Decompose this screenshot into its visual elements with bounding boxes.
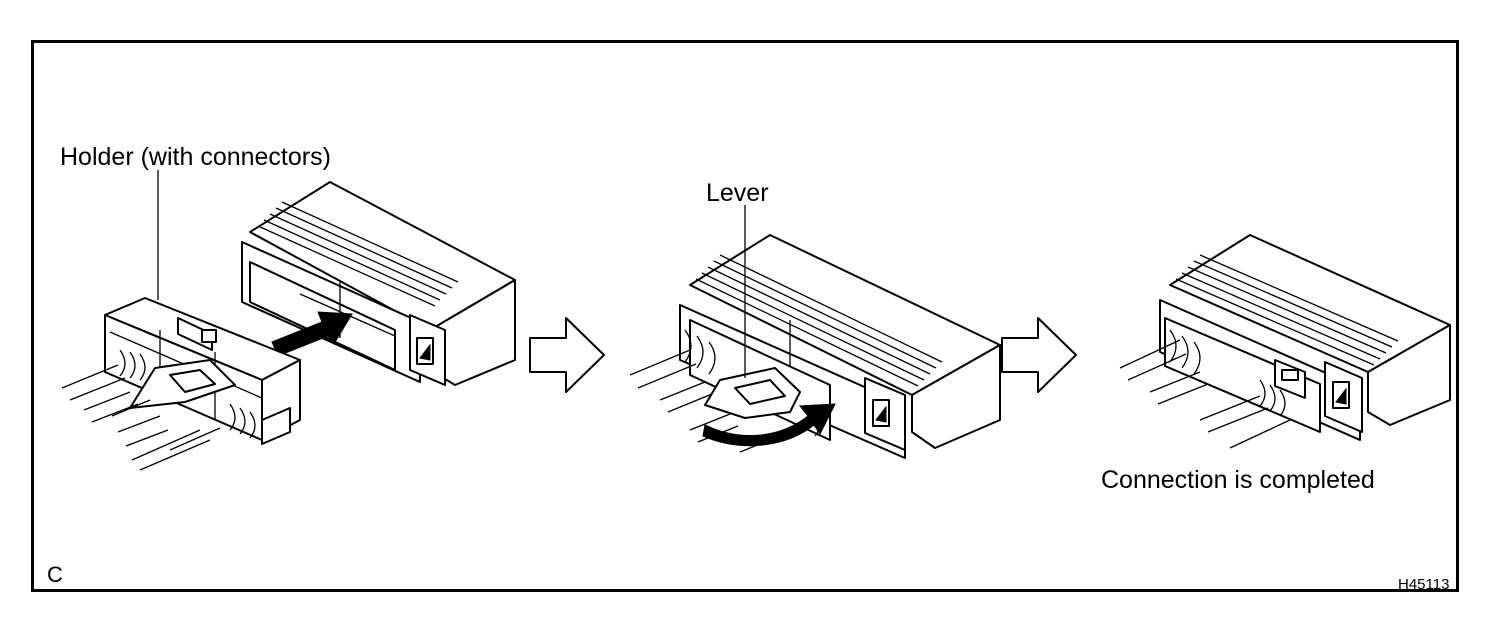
next-step-arrow-2 — [1001, 317, 1077, 393]
lever-label: Lever — [706, 179, 769, 207]
holder-inserted — [684, 205, 831, 441]
wire-harness-3 — [1119, 339, 1291, 449]
rotate-arrow — [702, 403, 836, 447]
wire-harness-2 — [629, 349, 791, 453]
holder-locked — [1164, 317, 1321, 433]
figure-code: H45113 — [1398, 576, 1450, 593]
insert-arrow — [271, 311, 353, 357]
corner-letter: C — [47, 562, 63, 587]
wire-harness-1 — [61, 364, 221, 471]
ecu-housing-1 — [241, 181, 516, 386]
connection-completed-label: Connection is completed — [1101, 466, 1375, 494]
step1-illustration — [61, 181, 516, 471]
diagram-frame — [31, 40, 1459, 592]
holder-label: Holder (with connectors) — [60, 143, 331, 171]
next-step-arrow-1 — [529, 317, 605, 393]
holder-with-connectors — [104, 297, 301, 445]
step2-illustration — [629, 205, 1001, 459]
step3-illustration — [1119, 234, 1451, 449]
